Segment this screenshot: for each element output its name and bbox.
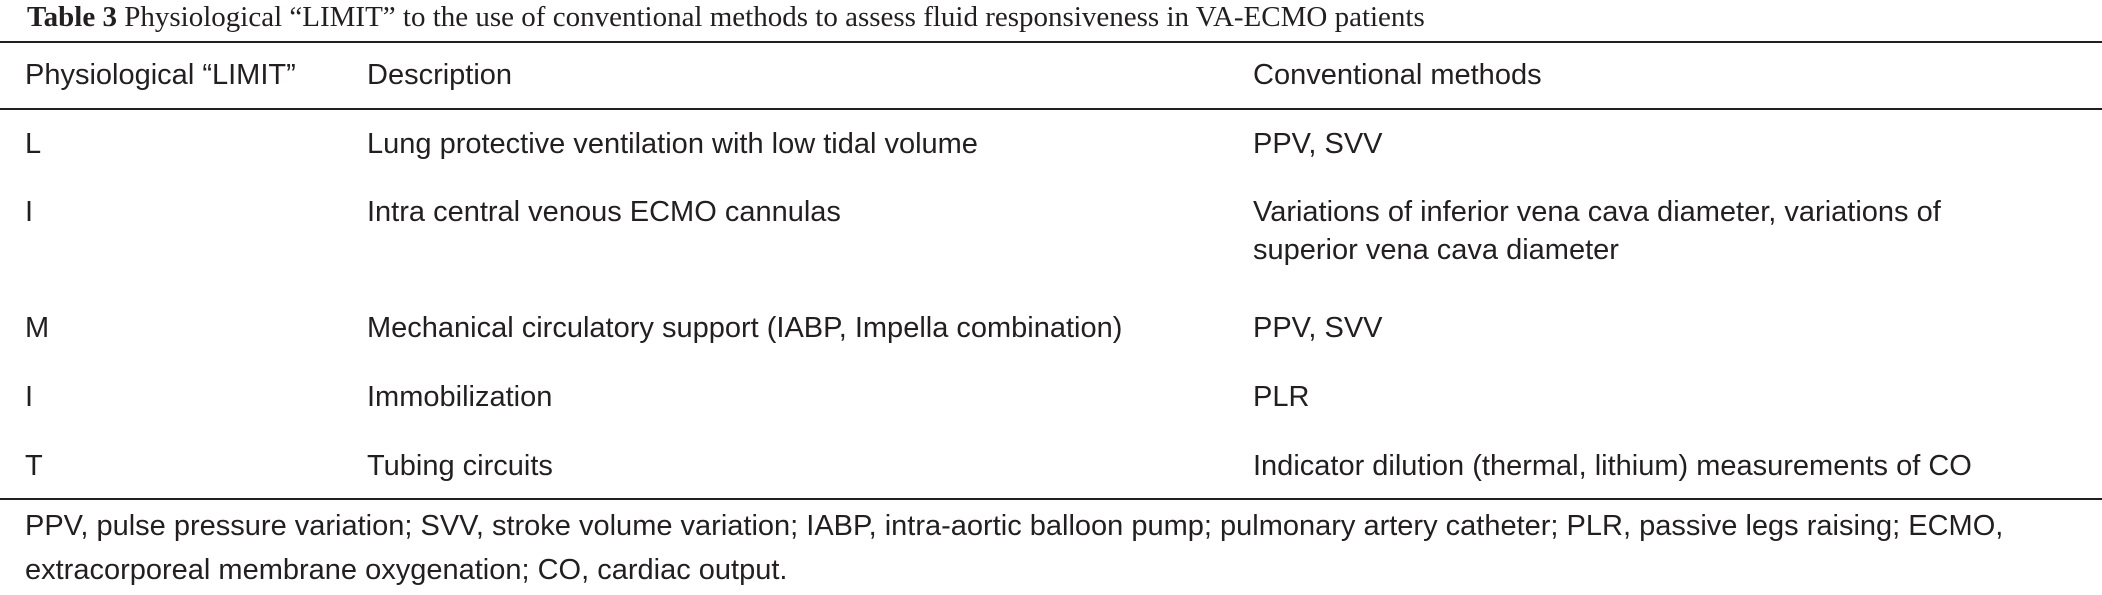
table-caption: Table 3 Physiological “LIMIT” to the use… (27, 0, 1425, 38)
row-description: Tubing circuits (367, 450, 553, 482)
row-description: Mechanical circulatory support (IABP, Im… (367, 312, 1123, 344)
table-footnote: PPV, pulse pressure variation; SVV, stro… (25, 510, 2004, 586)
row-letter: T (25, 450, 43, 482)
row-description: Immobilization (367, 381, 553, 413)
table-title: Physiological “LIMIT” to the use of conv… (124, 1, 1425, 33)
header-conventional-methods: Conventional methods (1253, 59, 1542, 91)
row-methods: PPV, SVV (1253, 128, 1383, 160)
bottom-rule (0, 498, 2102, 500)
top-rule (0, 41, 2102, 43)
row-methods: Indicator dilution (thermal, lithium) me… (1253, 450, 1972, 482)
header-physiological-limit: Physiological “LIMIT” (25, 59, 296, 91)
row-methods: PLR (1253, 381, 1310, 413)
header-description: Description (367, 59, 513, 91)
table-label: Table 3 (27, 1, 117, 33)
row-description: Intra central venous ECMO cannulas (367, 196, 841, 228)
row-letter: L (25, 128, 42, 160)
row-letter: I (25, 196, 34, 228)
row-description: Lung protective ventilation with low tid… (367, 128, 978, 160)
row-letter: M (25, 312, 50, 344)
header-rule (0, 108, 2102, 110)
row-methods: PPV, SVV (1253, 312, 1383, 344)
row-methods: Variations of inferior vena cava diamete… (1253, 196, 1941, 266)
row-letter: I (25, 381, 34, 413)
